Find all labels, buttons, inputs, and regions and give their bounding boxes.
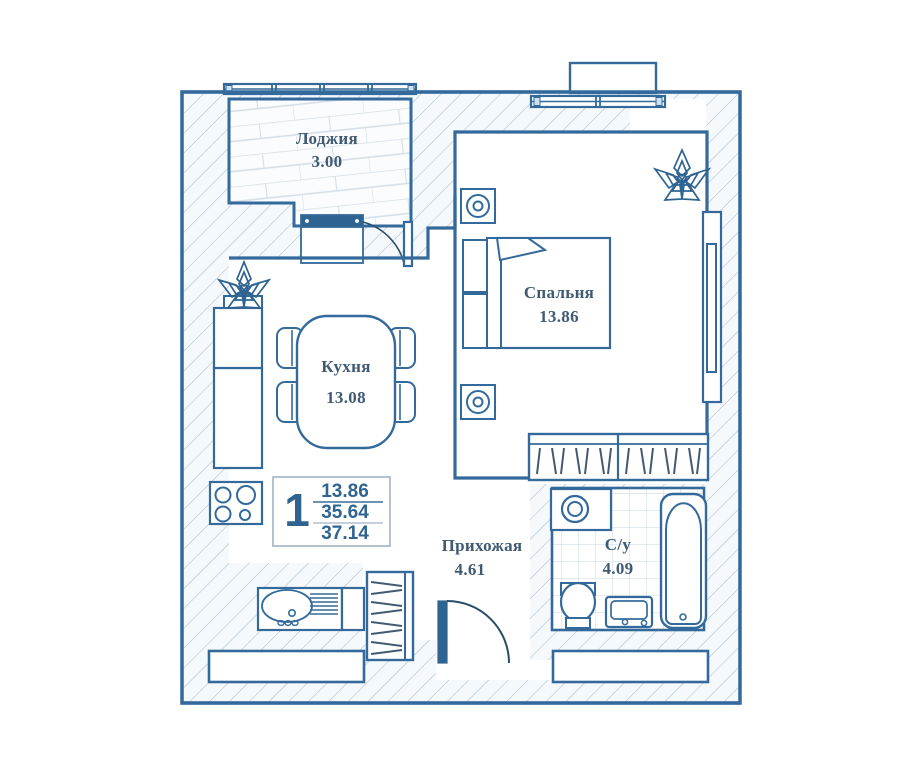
room-label-bathroom-area: 4.09 — [603, 559, 634, 578]
room-label-loggia-name: Лоджия — [296, 129, 358, 148]
kitchen-top-wall — [229, 196, 457, 260]
kitchen-window-sill — [207, 649, 366, 684]
bedroom-speaker-bottom-icon — [460, 384, 496, 420]
kitchen-stove — [208, 480, 264, 526]
bedroom-window — [529, 94, 667, 109]
kitchen-dining-set — [276, 314, 416, 450]
washing-machine-icon — [549, 487, 613, 532]
loggia-door-leaf[interactable] — [300, 214, 364, 228]
bedroom-plant-icon — [652, 147, 712, 201]
bed-blanket-fold — [495, 237, 548, 262]
summary-box-frame — [272, 476, 391, 547]
bathroom-window-sill — [551, 649, 710, 684]
room-label-bedroom-name: Спальня — [524, 283, 594, 302]
bed-side — [486, 237, 502, 349]
wardrobe-icon — [527, 432, 710, 482]
entry-door-leaf[interactable] — [437, 600, 448, 664]
kitchen-plant-icon — [216, 259, 272, 309]
summary-area-without-loggia: 35.64 — [321, 502, 369, 523]
room-label-loggia-area: 3.00 — [312, 152, 343, 171]
kitchen-counter-lower — [212, 366, 264, 470]
room-kitchen — [208, 196, 457, 632]
dining-table — [295, 314, 397, 450]
washbasin-icon — [604, 595, 654, 629]
room-label-bedroom-area: 13.86 — [539, 307, 579, 326]
bathtub-icon — [659, 492, 708, 630]
entry-door-swing-arc — [446, 600, 510, 664]
room-bathroom — [549, 486, 708, 632]
toilet-icon — [559, 581, 597, 629]
room-label-bathroom-name: С/у — [605, 535, 632, 554]
room-label-hallway-name: Прихожая — [442, 536, 523, 555]
kitchen-counter-upper — [212, 306, 264, 370]
summary-box: 1 13.86 35.64 37.14 — [272, 476, 391, 547]
entry-door[interactable] — [437, 600, 510, 664]
bottom-window-sills — [207, 649, 710, 684]
summary-rooms-count: 1 — [284, 484, 310, 536]
bedroom-balcony-box — [568, 61, 658, 95]
hall-closet-icon — [365, 570, 415, 662]
summary-total-area: 37.14 — [321, 523, 369, 544]
building-outline-stroke — [180, 90, 742, 705]
loggia-floor — [227, 97, 413, 228]
room-labels: Лоджия 3.00 Спальня 13.86 Кухня 13.08 Пр… — [296, 129, 633, 579]
bedroom-speaker-top-icon — [460, 188, 496, 224]
bedroom-furniture — [460, 147, 723, 420]
bedroom-radiator-icon — [701, 210, 723, 404]
room-label-kitchen-area: 13.08 — [326, 388, 366, 407]
room-label-hallway-area: 4.61 — [455, 560, 486, 579]
room-label-kitchen-name: Кухня — [321, 357, 370, 376]
summary-living-area: 13.86 — [321, 481, 369, 502]
kitchen-sink — [256, 586, 366, 632]
